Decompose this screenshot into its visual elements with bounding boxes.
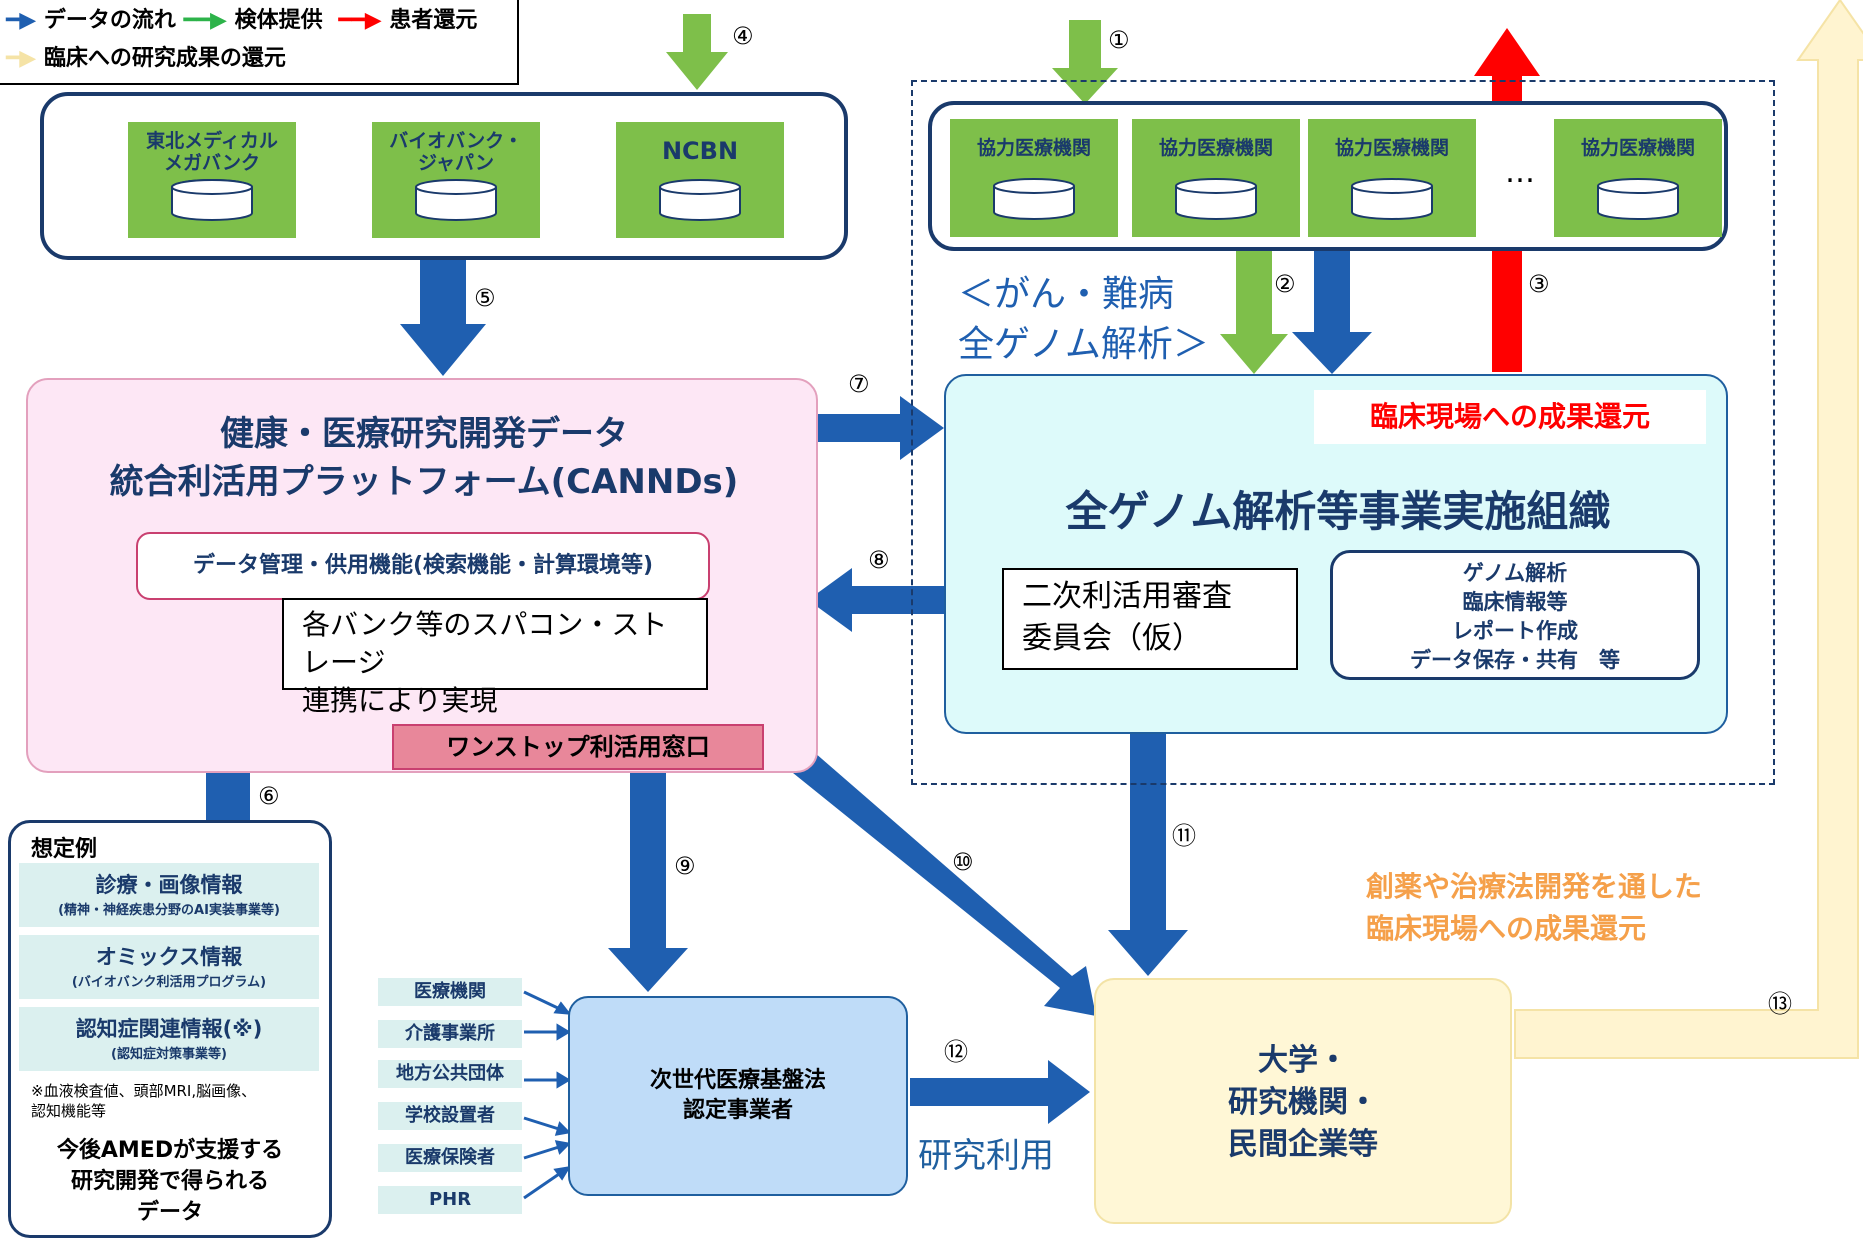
org-boundary xyxy=(911,80,1775,785)
step-11-label: ⑪ xyxy=(1172,822,1196,850)
example-title: オミックス情報 xyxy=(95,945,243,969)
cannds-title: 健康・医療研究開発データ 統合利活用プラットフォーム(CANNDs) xyxy=(109,414,739,502)
arrow-2-green xyxy=(1220,248,1288,374)
return-arrow-13 xyxy=(1514,0,1863,1059)
one-stop-window: ワンストップ利活用窓口 xyxy=(392,724,764,770)
cream-arrow-icon: ━▶ xyxy=(6,46,37,71)
database-icon xyxy=(1597,178,1679,220)
clinical-return-label: 臨床現場への成果還元 xyxy=(1314,390,1706,444)
legend-data-flow: データの流れ xyxy=(43,8,176,33)
hospital-label: 協力医療機関 xyxy=(1580,137,1695,159)
example-sub: (認知症対策事業等) xyxy=(111,1047,227,1062)
arrow-11 xyxy=(1108,676,1188,976)
example-sub: (精神・神経疾患分野のAI実装事業等) xyxy=(58,903,280,918)
source-care: 介護事業所 xyxy=(378,1020,522,1048)
storage-note-box: 各バンク等のスパコン・ストレージ 連携により実現 xyxy=(282,598,708,717)
cannds-platform: 健康・医療研究開発データ 統合利活用プラットフォーム(CANNDs) データ管理… xyxy=(26,378,818,773)
arrow-9 xyxy=(608,770,688,992)
legend-research: 臨床への研究成果の還元 xyxy=(43,46,286,71)
hospital-3: 協力医療機関 xyxy=(1308,119,1476,237)
arrow-1 xyxy=(1052,20,1118,104)
biobank-group: 東北メディカル メガバンク バイオバンク・ ジャパン NCBN xyxy=(40,92,848,260)
step-2-label: ② xyxy=(1274,270,1296,298)
step-1-label: ① xyxy=(1108,26,1130,54)
red-arrow-icon: ━━▶ xyxy=(338,8,382,33)
genome-tasks-box: ゲノム解析 臨床情報等 レポート作成 データ保存・共有 等 xyxy=(1330,550,1700,680)
green-arrow-icon: ━━▶ xyxy=(183,8,227,33)
legend-row-2: ━▶ 臨床への研究成果の還元 xyxy=(6,40,286,72)
database-icon xyxy=(415,179,497,221)
step-5-label: ⑤ xyxy=(474,284,496,312)
bank-biobank-label: バイオバンク・ ジャパン xyxy=(389,130,523,174)
review-committee-box: 二次利活用審査 委員会（仮） xyxy=(1002,568,1298,670)
hospital-1: 協力医療機関 xyxy=(950,119,1118,237)
examples-bottom: 今後AMEDが支援する 研究開発で得られる データ xyxy=(56,1138,284,1225)
legend-specimen: 検体提供 xyxy=(234,8,323,33)
org-title: 全ゲノム解析等事業実施組織 xyxy=(1065,487,1611,536)
example-sub: (バイオバンク利活用プログラム) xyxy=(71,975,267,990)
examples-heading: 想定例 xyxy=(31,837,98,862)
hospital-label: 協力医療機関 xyxy=(976,137,1091,159)
hospital-label: 協力医療機関 xyxy=(1334,137,1449,159)
example-item-3: 認知症関連情報(※) (認知症対策事業等) xyxy=(19,1007,319,1071)
step-9-label: ⑨ xyxy=(674,852,696,880)
step-3-label: ③ xyxy=(1528,270,1550,298)
bank-ncbn-label: NCBN xyxy=(661,137,739,165)
hospital-group: 協力医療機関 協力医療機関 協力医療機関 … 協力医療機関 xyxy=(928,101,1728,251)
database-icon xyxy=(659,179,741,221)
source-school: 学校設置者 xyxy=(378,1102,522,1130)
bank-tohoku-label: 東北メディカル メガバンク xyxy=(146,130,278,174)
hospital-2: 協力医療機関 xyxy=(1132,119,1300,237)
database-icon xyxy=(993,178,1075,220)
hospital-label: 協力医療機関 xyxy=(1158,137,1273,159)
source-arrows xyxy=(523,990,572,1200)
bank-biobank-japan: バイオバンク・ ジャパン xyxy=(372,122,540,238)
bank-tohoku: 東北メディカル メガバンク xyxy=(128,122,296,238)
step-12-label: ⑫ xyxy=(944,1038,968,1066)
drug-return-label: 創薬や治療法開発を通した 臨床現場への成果還元 xyxy=(1366,870,1703,945)
certified-operator-box: 次世代医療基盤法 認定事業者 xyxy=(568,996,908,1196)
arrow-2-blue xyxy=(1292,248,1372,374)
example-item-1: 診療・画像情報 (精神・神経疾患分野のAI実装事業等) xyxy=(19,863,319,927)
step-7-label: ⑦ xyxy=(848,370,870,398)
source-local-gov: 地方公共団体 xyxy=(378,1060,522,1088)
step-13-label: ⑬ xyxy=(1768,990,1792,1018)
arrow-5 xyxy=(400,260,486,376)
university-box: 大学・ 研究機関・ 民間企業等 xyxy=(1094,978,1512,1224)
data-management-box: データ管理・供用機能(検索機能・計算環境等) xyxy=(136,532,710,600)
step-4-label: ④ xyxy=(732,22,754,50)
blue-arrow-icon: ━▶ xyxy=(6,8,37,33)
hospital-4: 協力医療機関 xyxy=(1554,119,1722,237)
example-item-2: オミックス情報 (バイオバンク利活用プログラム) xyxy=(19,935,319,999)
database-icon xyxy=(1351,178,1433,220)
example-data-box: 想定例 診療・画像情報 (精神・神経疾患分野のAI実装事業等) オミックス情報 … xyxy=(8,820,332,1238)
hospital-ellipsis: … xyxy=(1505,155,1535,190)
arrow-12 xyxy=(910,1060,1090,1124)
example-title: 診療・画像情報 xyxy=(95,873,243,897)
arrow-10 xyxy=(762,726,1096,1016)
bank-ncbn: NCBN xyxy=(616,122,784,238)
examples-footnote: ※血液検査値、頭部MRI,脳画像、 認知機能等 xyxy=(31,1082,257,1120)
legend-row-1: ━▶ データの流れ ━━▶ 検体提供 ━━▶ 患者還元 xyxy=(6,2,477,34)
source-hospital: 医療機関 xyxy=(378,978,522,1006)
research-use-label: 研究利用 xyxy=(918,1136,1054,1176)
genome-analysis-label: ＜がん・難病 全ゲノム解析＞ xyxy=(958,274,1209,365)
step-6-label: ⑥ xyxy=(258,782,280,810)
example-title: 認知症関連情報(※) xyxy=(75,1017,263,1041)
database-icon xyxy=(1175,178,1257,220)
arrow-8 xyxy=(808,568,1004,632)
legend: ━▶ データの流れ ━━▶ 検体提供 ━━▶ 患者還元 ━▶ 臨床への研究成果の… xyxy=(0,0,519,85)
legend-patient: 患者還元 xyxy=(389,8,478,33)
database-icon xyxy=(171,179,253,221)
step-8-label: ⑧ xyxy=(868,546,890,574)
step-10-label: ⑩ xyxy=(952,848,974,876)
source-insurer: 医療保険者 xyxy=(378,1144,522,1172)
arrow-4 xyxy=(666,14,728,90)
source-phr: PHR xyxy=(378,1186,522,1214)
